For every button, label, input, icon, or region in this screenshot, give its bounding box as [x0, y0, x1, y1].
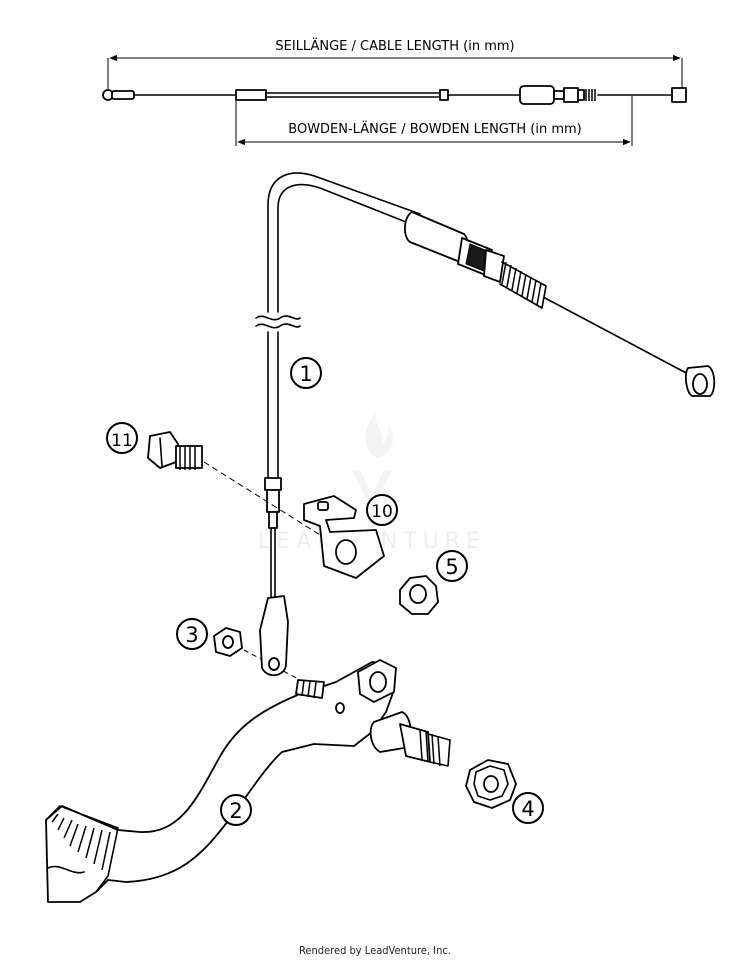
cable-bracket	[303, 495, 385, 579]
callout-2: 2	[220, 794, 252, 826]
callout-5-label: 5	[445, 555, 458, 579]
callout-4-label: 4	[521, 797, 534, 821]
callout-3-label: 3	[185, 623, 198, 647]
callout-5: 5	[436, 550, 468, 582]
callout-11: 11	[106, 422, 138, 454]
flange-nut	[465, 759, 517, 809]
brake-pedal	[45, 659, 451, 903]
callout-2-label: 2	[229, 799, 242, 823]
callout-4: 4	[512, 792, 544, 824]
callout-1: 1	[290, 357, 322, 389]
callout-3: 3	[176, 618, 208, 650]
link-stud	[295, 679, 325, 699]
footer-credit: Rendered by LeadVenture, Inc.	[299, 944, 451, 957]
callout-10-label: 10	[371, 502, 393, 522]
brake-cable	[255, 172, 716, 599]
bowden-length-label: BOWDEN-LÄNGE / BOWDEN LENGTH (in mm)	[288, 121, 581, 137]
cable-clevis	[259, 595, 289, 677]
lock-washer	[399, 575, 439, 615]
cable-length-dimension: SEILLÄNGE / CABLE LENGTH (in mm)	[107, 38, 683, 100]
callout-1-label: 1	[299, 362, 312, 386]
cable-length-label: SEILLÄNGE / CABLE LENGTH (in mm)	[275, 38, 514, 54]
cable-schematic	[102, 85, 687, 105]
callout-11-label: 11	[111, 431, 133, 451]
callout-10: 10	[366, 494, 398, 526]
bowden-length-dimension: BOWDEN-LÄNGE / BOWDEN LENGTH (in mm)	[235, 96, 633, 146]
bolt	[147, 431, 361, 561]
